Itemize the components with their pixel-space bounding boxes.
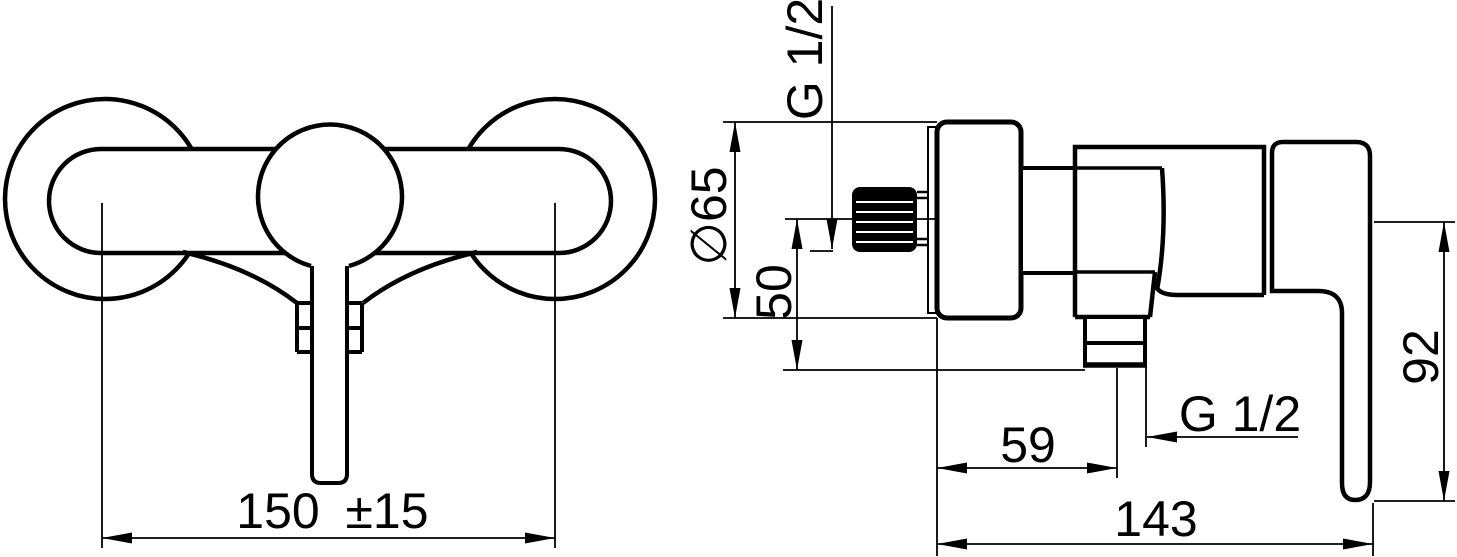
arrowhead-up xyxy=(791,219,803,249)
valve-body xyxy=(1072,144,1267,320)
escutcheon-flange xyxy=(934,119,1024,321)
leader-inlet-thread xyxy=(810,6,838,252)
dimension-wall-to-outlet xyxy=(936,318,1118,556)
dimension-handle-height xyxy=(1374,221,1455,502)
arrowhead-up xyxy=(729,122,741,152)
body-underside-curve-right xyxy=(361,249,478,305)
arrowhead-right xyxy=(1087,462,1117,474)
dim-150-label: 150 xyxy=(236,483,319,539)
shower-outlet xyxy=(1083,315,1147,368)
arrowhead-down xyxy=(729,288,741,318)
check-valve-knob xyxy=(852,187,917,252)
arrowhead-down xyxy=(1438,471,1450,501)
spout-taper-edge xyxy=(1147,271,1158,318)
arrowhead-up xyxy=(1438,222,1450,252)
dim-150-tolerance-label: ±15 xyxy=(345,483,428,539)
cartridge-dome xyxy=(255,122,405,269)
mounting-neck xyxy=(1019,166,1077,275)
dimension-center-distance xyxy=(101,203,556,548)
knob-thread-stem xyxy=(917,190,929,247)
arrowhead-down xyxy=(791,340,803,370)
arrowhead-left xyxy=(102,532,132,544)
handle-lever-stem xyxy=(310,266,349,485)
dimension-total-depth xyxy=(937,503,1374,556)
arrowhead-right xyxy=(525,532,555,544)
cartridge-dome-arc xyxy=(1154,167,1166,291)
dim-diameter-label: ∅65 xyxy=(681,166,737,265)
dim-50-label: 50 xyxy=(746,264,802,320)
leader-outlet-thread xyxy=(1145,365,1298,447)
arrowhead-down xyxy=(826,219,838,249)
arrowhead-right xyxy=(1343,538,1373,550)
dim-92-label: 92 xyxy=(1393,329,1449,385)
knob-knurling xyxy=(856,201,913,243)
dimension-escutcheon-diameter xyxy=(723,121,937,319)
dim-outlet-thread-label: G 1/2 xyxy=(1179,386,1301,442)
side-view xyxy=(785,119,1373,503)
arrowhead-left xyxy=(937,462,967,474)
body-underside-curve-left xyxy=(182,249,299,305)
front-view xyxy=(2,96,658,485)
handle-lever xyxy=(1269,139,1373,503)
arrowhead-left xyxy=(937,538,967,550)
dim-59-label: 59 xyxy=(1000,417,1056,473)
outlet-nut xyxy=(295,301,364,354)
arrowhead-left xyxy=(1147,431,1177,443)
dim-inlet-thread-label: G 1/2 xyxy=(777,0,833,120)
body-shelf-curve xyxy=(1155,286,1264,298)
dim-143-label: 143 xyxy=(1114,491,1197,547)
dimension-inlet-drop xyxy=(783,219,1085,371)
